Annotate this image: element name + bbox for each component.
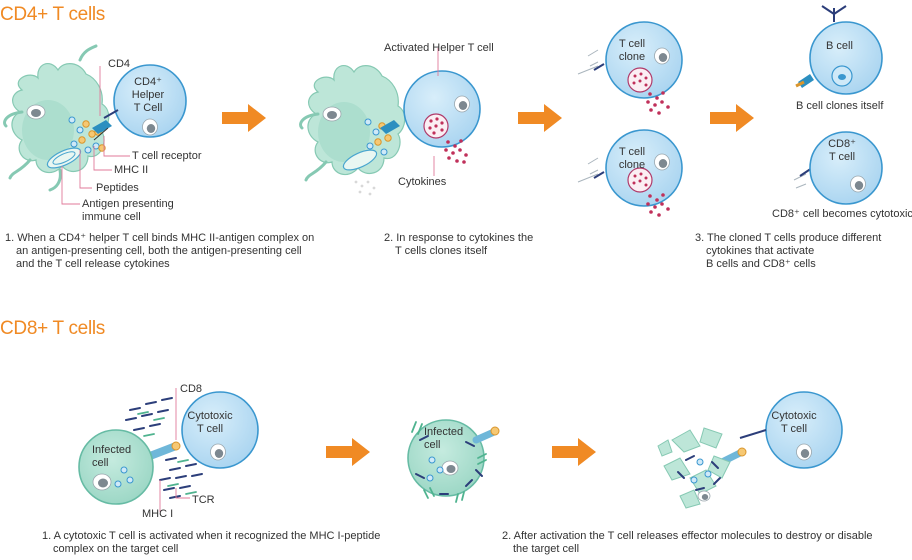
label-mhc-ii: MHC II — [114, 164, 149, 176]
cytotoxic-step1-line1: Cytotoxic — [187, 410, 233, 422]
helper-tcell-step1 — [92, 64, 187, 141]
caption-cd8-step3-line1: 2. After activation the T cell releases … — [502, 530, 873, 542]
cytotoxic-tcell-label-step3: Cytotoxic T cell — [766, 410, 822, 436]
infected-step2-line1: Infected — [424, 426, 464, 438]
caption-cd4-step1: 1. When a CD4⁺ helper T cell binds MHC I… — [5, 232, 314, 271]
clone-top-line1: T cell — [618, 38, 646, 50]
helper-tcell-line3: T Cell — [133, 102, 163, 114]
caption-cd4-step1-line3: and the T cell release cytokines — [16, 258, 170, 270]
helper-tcell-label: CD4⁺ Helper T Cell — [126, 76, 170, 115]
cd8-tcell-line2: T cell — [828, 151, 856, 163]
caption-cd4-step3-line1: 3. The cloned T cells produce different — [695, 232, 882, 244]
label-cytokines: Cytokines — [398, 176, 447, 188]
clone-bottom-label: T cell clone — [610, 146, 654, 172]
label-mhc-i: MHC I — [142, 508, 174, 520]
cd8-section-title: CD8+ T cells — [0, 318, 105, 339]
arrow-cd8-1 — [326, 438, 370, 466]
caption-cd4-step1-line1: 1. When a CD4⁺ helper T cell binds MHC I… — [5, 232, 315, 244]
caption-cd4-step3: 3. The cloned T cells produce different … — [695, 232, 881, 271]
step1-leader-lines — [61, 66, 130, 205]
cd8-step1-graphics — [78, 391, 259, 505]
cd4-section-title: CD4+ T cells — [0, 4, 105, 25]
arrow-cd4-2 — [518, 104, 562, 132]
infected-step2-line2: cell — [424, 439, 441, 451]
clone-top-label: T cell clone — [610, 38, 654, 64]
cd8-step2-infected-cell — [407, 419, 500, 503]
bcell — [795, 5, 883, 95]
clone-top-line2: clone — [618, 51, 646, 63]
apc-label-line1: Antigen presenting — [82, 198, 174, 210]
bcell-caption: B cell clones itself — [796, 100, 884, 112]
arrow-cd8-2 — [552, 438, 596, 466]
cytotoxic-tcell-label-step1: Cytotoxic T cell — [182, 410, 238, 436]
caption-cd4-step1-line2: an antigen-presenting cell, both the ant… — [16, 245, 302, 257]
cytokine-dots-step2 — [444, 139, 468, 164]
infected-cell-label-step2: Infected cell — [424, 426, 463, 452]
tcell-clone-top — [577, 21, 683, 115]
caption-cd8-step3-line2: the target cell — [513, 543, 580, 555]
label-antigen-presenting: Antigen presenting immune cell — [82, 198, 174, 224]
cd8-step1-leader-lines — [159, 388, 190, 512]
caption-cd4-step3-line2: cytokines that activate — [706, 245, 815, 257]
caption-cd8-step3: 2. After activation the T cell releases … — [502, 530, 873, 556]
cd8-step3-graphics — [657, 391, 843, 509]
caption-cd4-step3-line3: B cells and CD8⁺ cells — [706, 258, 816, 270]
cytotoxic-step1-line2: T cell — [196, 423, 224, 435]
cytotoxic-step3-line2: T cell — [780, 423, 808, 435]
caption-cd4-step2: 2. In response to cytokines the T cells … — [384, 232, 533, 258]
caption-cd4-step2-line1: 2. In response to cytokines the — [384, 232, 534, 244]
label-cd8: CD8 — [180, 383, 203, 395]
apc-label-line2: immune cell — [82, 211, 141, 223]
caption-cd8-step1: 1. A cytotoxic T cell is activated when … — [42, 530, 380, 556]
infected-cell-label-step1: Infected cell — [92, 444, 131, 470]
cd8-caption: CD8⁺ cell becomes cytotoxic — [772, 208, 912, 220]
cd8-tcell-label: CD8⁺ T cell — [822, 138, 862, 164]
caption-cd8-step1-line2: complex on the target cell — [53, 543, 179, 555]
label-tcr: TCR — [192, 494, 215, 506]
caption-cd8-step1-line1: 1. A cytotoxic T cell is activated when … — [42, 530, 381, 542]
cytotoxic-step3-line1: Cytotoxic — [771, 410, 817, 422]
bcell-label: B cell — [826, 40, 853, 52]
clone-bottom-line1: T cell — [618, 146, 646, 158]
arrow-cd4-1 — [222, 104, 266, 132]
helper-tcell-line1: CD4⁺ — [134, 76, 162, 88]
helper-tcell-line2: Helper — [131, 89, 165, 101]
apc-cell-step1 — [3, 44, 110, 192]
clone-bottom-line2: clone — [618, 159, 646, 171]
label-peptides: Peptides — [96, 182, 139, 194]
label-activated-helper: Activated Helper T cell — [384, 42, 494, 54]
label-cd4: CD4 — [108, 58, 131, 70]
caption-cd4-step2-line2: T cells clones itself — [395, 245, 488, 257]
label-tcell-receptor: T cell receptor — [132, 150, 202, 162]
arrow-cd4-3 — [710, 104, 754, 132]
cd8-tcell-line1: CD8⁺ — [828, 138, 856, 150]
apc-cell-step2 — [299, 64, 406, 196]
infected-step1-line2: cell — [92, 457, 109, 469]
cd8-tcell-step4 — [793, 131, 883, 205]
effector-dashes-step1 — [125, 397, 203, 499]
infected-step1-line1: Infected — [92, 444, 132, 456]
tcell-clone-bottom — [577, 129, 683, 217]
activated-helper-tcell — [380, 70, 481, 164]
